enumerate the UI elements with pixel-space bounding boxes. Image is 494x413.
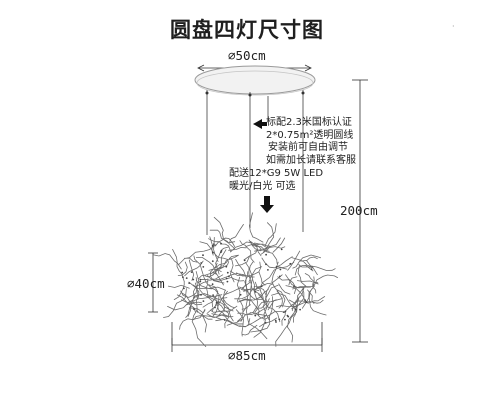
cable-note: 标配2.3米国标认证 2*0.75m²透明圆线 安装前可自由调节 如需加长请联系… xyxy=(266,117,356,167)
branch-bud xyxy=(211,244,214,247)
branch-bud xyxy=(220,251,222,254)
wire-dots xyxy=(205,91,305,97)
branch-bud xyxy=(278,318,281,321)
branch-bud xyxy=(293,285,295,288)
branch-bud xyxy=(215,301,218,304)
branch-bud xyxy=(264,321,267,324)
branch-bud xyxy=(202,254,204,257)
branch-bud xyxy=(279,268,282,271)
branch-bud xyxy=(182,276,184,279)
cluster-height-dimension xyxy=(148,252,158,313)
top-diameter-label: ⌀50cm xyxy=(228,48,266,63)
branch-bud xyxy=(200,294,202,296)
branch-bud xyxy=(200,262,203,264)
branch-bud xyxy=(284,318,286,321)
branch-bud xyxy=(193,308,195,310)
branch-bud xyxy=(183,287,185,290)
bulb-note-line-2: 暖光/白光 可选 xyxy=(229,180,296,192)
branch-bud xyxy=(188,282,191,284)
branch-bud xyxy=(228,275,230,278)
branch-bud xyxy=(212,294,215,296)
bottom-width-dimension xyxy=(171,322,323,352)
branch-bud xyxy=(226,280,229,283)
height-label: 200cm xyxy=(340,203,378,218)
branch-bud xyxy=(190,271,193,273)
cable-note-line-2: 2*0.75m²透明圆线 xyxy=(266,129,354,141)
branch-bud xyxy=(192,278,195,281)
branch-bud xyxy=(199,278,202,281)
cable-note-line-4: 如需加长请联系客服 xyxy=(266,154,356,166)
branch-bud xyxy=(275,321,277,323)
branch-bud xyxy=(278,275,281,278)
branch-bud xyxy=(305,301,308,304)
canopy-disc xyxy=(194,65,316,96)
branch-strokes xyxy=(153,212,338,347)
branch-bud xyxy=(294,308,297,311)
branch-bud xyxy=(289,262,292,265)
branch-bud xyxy=(299,308,301,311)
branch-bud xyxy=(211,251,214,254)
branch-bud xyxy=(202,300,205,302)
branch-cluster xyxy=(153,212,338,347)
branch-bud xyxy=(225,265,228,268)
branch-bud xyxy=(202,266,205,268)
bulb-arrow xyxy=(260,196,274,213)
branch-bud xyxy=(282,311,285,313)
branch-bud xyxy=(274,319,277,322)
branch-bud xyxy=(265,253,267,256)
branch-bud xyxy=(310,268,313,271)
suspension-wires xyxy=(206,90,304,235)
branch-bud xyxy=(185,277,188,279)
bulb-note-line-1: 配送12*G9 5W LED xyxy=(229,168,324,179)
branch-bud xyxy=(265,263,267,266)
branch-bud xyxy=(254,314,257,317)
branch-bud xyxy=(304,299,306,302)
branch-bud xyxy=(254,291,257,293)
bulb-note: 配送12*G9 5W LED 暖光/白光 可选 xyxy=(229,168,323,193)
branch-bud xyxy=(211,260,214,263)
branch-bud xyxy=(239,293,242,296)
bottom-width-label: ⌀85cm xyxy=(228,348,266,363)
branch-bud xyxy=(280,248,283,251)
branch-bud xyxy=(213,243,215,246)
cable-note-line-1: 标配2.3米国标认证 xyxy=(266,117,352,128)
branch-bud xyxy=(220,242,222,245)
branch-bud xyxy=(284,310,287,313)
branch-bud xyxy=(226,271,229,274)
cable-note-line-3: 安装前可自由调节 xyxy=(268,142,348,153)
branch-bud xyxy=(260,285,263,288)
branch-bud xyxy=(214,306,216,309)
branch-bud xyxy=(287,315,290,318)
cable-arrow xyxy=(253,119,267,129)
cluster-diameter-label: ⌀40cm xyxy=(127,276,165,291)
branch-bud xyxy=(275,266,278,268)
branch-bud xyxy=(225,277,228,280)
branch-bud xyxy=(267,269,269,271)
diagram-title: 圆盘四灯尺寸图 xyxy=(170,18,324,42)
height-dimension xyxy=(352,79,368,343)
branch-bud xyxy=(199,280,202,283)
branch-bud xyxy=(223,319,226,321)
branch-bud xyxy=(211,283,214,286)
corner-mark: · xyxy=(452,22,455,31)
branch-bud xyxy=(243,259,246,262)
branch-bud xyxy=(181,271,184,274)
